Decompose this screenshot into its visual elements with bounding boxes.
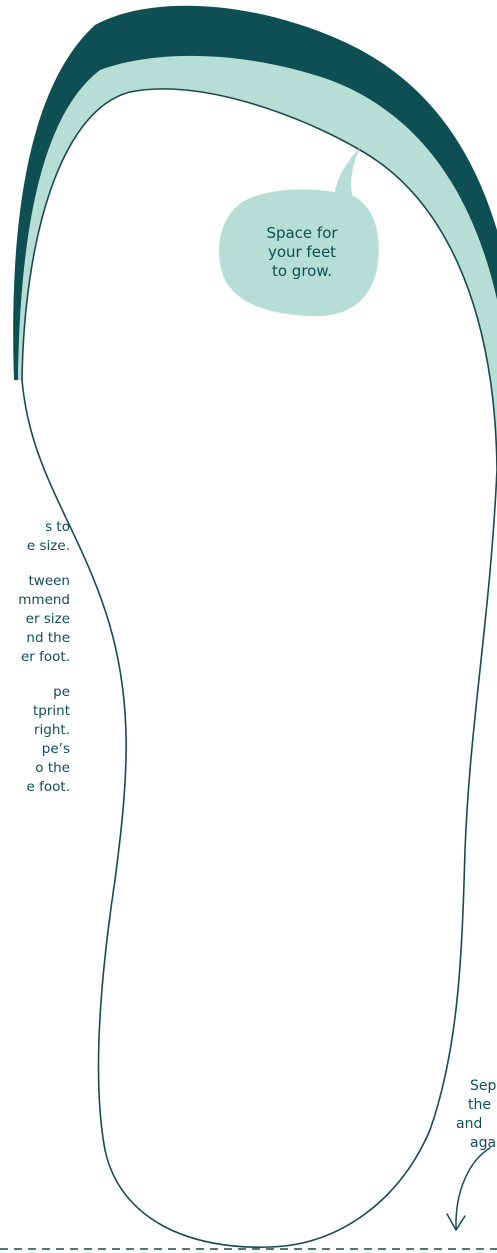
left-p3-line-2: tprint <box>0 702 70 721</box>
left-instructions: s to e size. tween mmend er size nd the … <box>0 518 70 813</box>
left-p3-line-4: pe’s <box>0 740 70 759</box>
right-line-3: and <box>456 1115 497 1134</box>
left-p1-line-2: e size. <box>0 537 70 556</box>
left-p3-line-5: o the <box>0 759 70 778</box>
right-line-1: Sep <box>470 1077 497 1096</box>
left-paragraph-2: tween mmend er size nd the er foot. <box>0 572 70 667</box>
left-paragraph-3: pe tprint right. pe’s o the e foot. <box>0 683 70 797</box>
left-p3-line-1: pe <box>0 683 70 702</box>
left-p2-line-2: mmend <box>0 591 70 610</box>
bubble-line-1: Space for <box>232 224 372 243</box>
left-p2-line-1: tween <box>0 572 70 591</box>
bubble-line-2: your feet <box>232 243 372 262</box>
left-paragraph-1: s to e size. <box>0 518 70 556</box>
left-p1-line-1: s to <box>0 518 70 537</box>
bubble-text: Space for your feet to grow. <box>232 224 372 281</box>
right-line-4: aga <box>470 1134 497 1153</box>
left-p2-line-5: er foot. <box>0 648 70 667</box>
left-p2-line-3: er size <box>0 610 70 629</box>
right-instructions: Sep the and aga <box>430 1077 497 1153</box>
left-p2-line-4: nd the <box>0 629 70 648</box>
left-p3-line-3: right. <box>0 721 70 740</box>
bubble-line-3: to grow. <box>232 262 372 281</box>
curved-arrow-down-icon <box>447 1148 490 1230</box>
left-p3-line-6: e foot. <box>0 778 70 797</box>
right-line-2: the <box>468 1096 497 1115</box>
